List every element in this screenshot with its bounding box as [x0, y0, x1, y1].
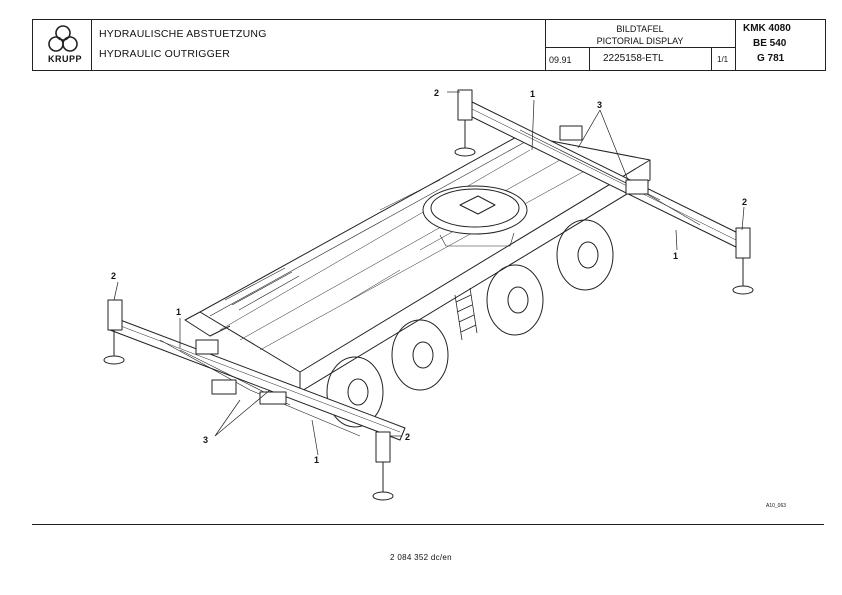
- callout-3: 3: [597, 100, 602, 110]
- footer-code: 2 084 352 dc/en: [390, 553, 452, 562]
- callout-leaders: [113, 91, 745, 456]
- model-number: KMK 4080: [743, 23, 791, 34]
- document-number: 2225158-ETL: [603, 53, 664, 64]
- callout-1: 1: [530, 89, 535, 99]
- bildtafel-label: BILDTAFEL: [616, 24, 664, 34]
- title-german: HYDRAULISCHE ABSTUETZUNG: [99, 28, 267, 40]
- callout-2: 2: [111, 271, 116, 281]
- wheels: [326, 219, 614, 428]
- divider: [545, 47, 735, 48]
- callout-1: 1: [673, 251, 678, 261]
- outrigger-drawing: 2 1 3 2 1 2 1 3 2 1 A10_063: [103, 88, 786, 509]
- sheet-number: 1/1: [717, 55, 729, 64]
- krupp-rings-icon: [48, 25, 78, 52]
- outrigger-jack: [372, 431, 394, 501]
- callout-1: 1: [314, 455, 319, 465]
- callout-2: 2: [434, 88, 439, 98]
- divider: [545, 20, 546, 70]
- turntable: [422, 185, 528, 247]
- outrigger-jack: [732, 227, 754, 295]
- divider: [91, 20, 92, 70]
- divider: [735, 20, 736, 70]
- title-block: KRUPP HYDRAULISCHE ABSTUETZUNG HYDRAULIC…: [32, 19, 826, 71]
- be-number: BE 540: [753, 38, 787, 49]
- outrigger-jack: [454, 89, 476, 157]
- divider: [589, 47, 590, 70]
- pictorial-display-label: PICTORIAL DISPLAY: [596, 36, 684, 46]
- title-english: HYDRAULIC OUTRIGGER: [99, 48, 230, 60]
- logo-text: KRUPP: [47, 54, 82, 64]
- footer-rule: [32, 524, 824, 525]
- front-outrigger: [109, 317, 406, 441]
- callout-labels: 2 1 3 2 1 2 1 3 2 1 A10_063: [111, 88, 786, 509]
- callout-2: 2: [405, 432, 410, 442]
- g-number: G 781: [757, 53, 785, 64]
- date: 09.91: [549, 55, 572, 65]
- callout-2: 2: [742, 197, 747, 207]
- outrigger-jack: [103, 299, 125, 365]
- callout-1: 1: [176, 307, 181, 317]
- drawing-reference: A10_063: [766, 503, 786, 509]
- divider: [711, 47, 712, 70]
- access-ladder: [454, 287, 478, 341]
- krupp-logo: KRUPP: [37, 23, 89, 67]
- callout-3: 3: [203, 435, 208, 445]
- chassis-deck: [184, 134, 651, 393]
